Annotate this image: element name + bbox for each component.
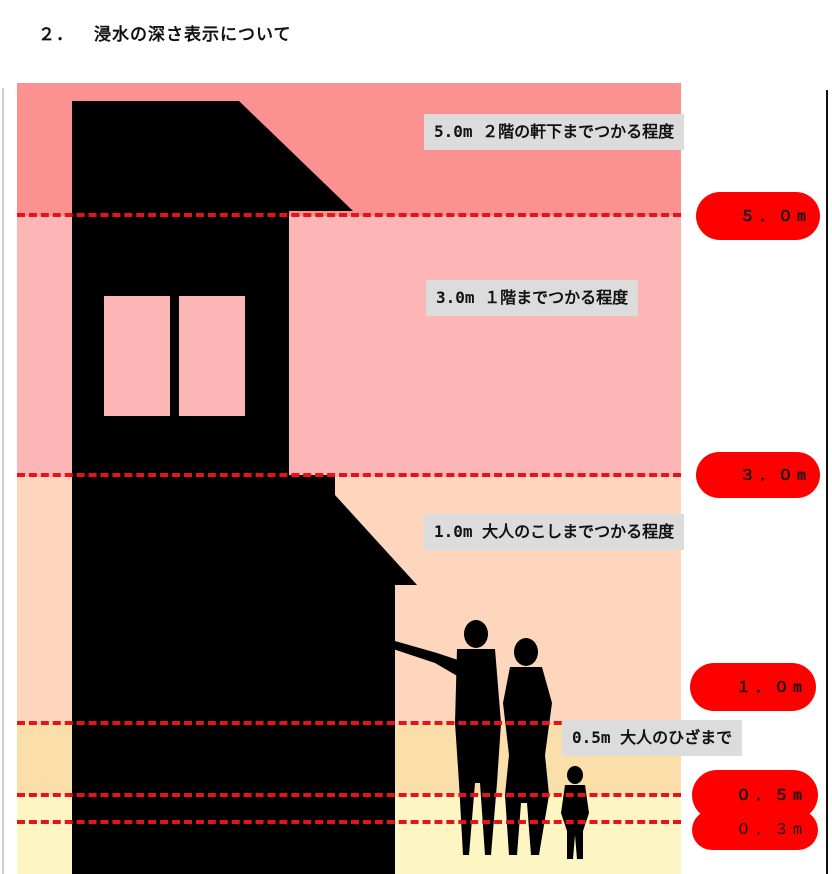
left-border xyxy=(2,88,4,874)
water-line-5m xyxy=(17,213,681,217)
caption-05m: 0.5m 大人のひざまで xyxy=(562,720,743,756)
water-line-3m xyxy=(17,473,681,477)
caption-3m: 3.0m １階までつかる程度 xyxy=(426,280,639,316)
water-line-03m xyxy=(17,820,681,824)
depth-badge-03m: ０．３m xyxy=(692,810,818,850)
section-number: ２． xyxy=(38,25,74,45)
child-silhouette xyxy=(561,766,589,859)
house-silhouette xyxy=(72,101,417,874)
right-border xyxy=(826,90,828,874)
adult-man-silhouette xyxy=(393,620,501,855)
house-and-people-silhouette xyxy=(72,101,589,874)
caption-1m: 1.0m 大人のこしまでつかる程度 xyxy=(424,514,685,550)
depth-badge-5m: ５．０m xyxy=(696,192,820,240)
caption-5m: 5.0m ２階の軒下までつかる程度 xyxy=(424,114,685,150)
water-line-05m xyxy=(17,793,681,797)
section-heading: ２． 浸水の深さ表示について xyxy=(38,20,292,45)
section-title: 浸水の深さ表示について xyxy=(94,25,292,45)
window-pane-right xyxy=(179,296,245,416)
water-line-1m xyxy=(17,721,681,725)
window-pane-left xyxy=(104,296,170,416)
depth-badge-1m: １．０m xyxy=(690,663,816,711)
adult-woman-silhouette xyxy=(503,638,552,855)
depth-badge-3m: ３．０m xyxy=(696,452,820,498)
